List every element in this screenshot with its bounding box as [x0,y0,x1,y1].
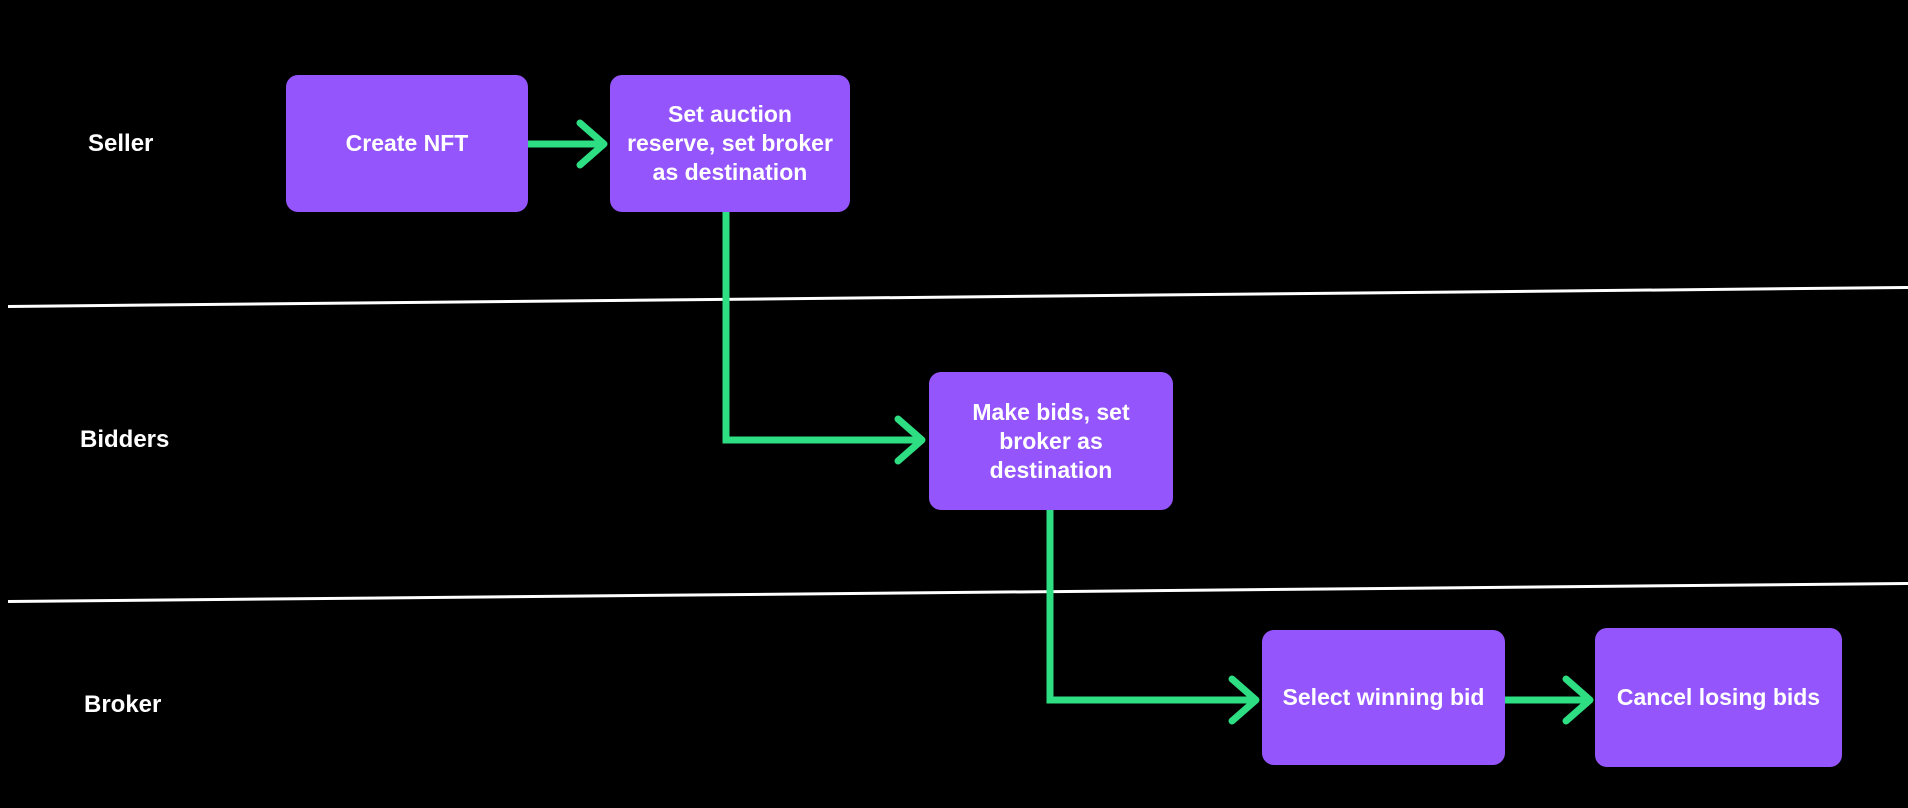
node-set-auction-reserve: Set auction reserve, set broker as desti… [610,75,850,212]
node-set-auction-reserve-label: Set auction reserve, set broker as desti… [627,101,833,185]
node-make-bids: Make bids, set broker as destination [929,372,1173,510]
arrowhead-icon [1562,675,1594,725]
edge-create-nft-to-set-auction-reserve [528,119,608,169]
arrowhead-icon [1228,675,1260,725]
arrowhead-icon [576,119,608,169]
lane-label-seller: Seller [88,130,154,157]
lane-divider-seller-bidders [7,285,1908,308]
arrowhead-icon [894,415,926,465]
node-select-winning-bid-label: Select winning bid [1282,684,1485,710]
node-cancel-losing-bids-label: Cancel losing bids [1616,684,1821,710]
edge-select-winning-bid-to-cancel-losing-bids [1505,675,1594,725]
lane-label-bidders: Bidders [80,426,170,453]
node-cancel-losing-bids: Cancel losing bids [1595,628,1842,767]
edge-set-auction-reserve-to-make-bids [722,212,926,465]
edge-make-bids-to-select-winning-bid [1046,510,1260,725]
lane-divider-bidders-broker [7,581,1908,603]
node-make-bids-label: Make bids, set broker as destination [972,398,1130,483]
node-create-nft: Create NFT [286,75,528,212]
node-select-winning-bid: Select winning bid [1262,630,1505,765]
lane-label-broker: Broker [84,691,162,718]
node-create-nft-label: Create NFT [345,130,469,156]
